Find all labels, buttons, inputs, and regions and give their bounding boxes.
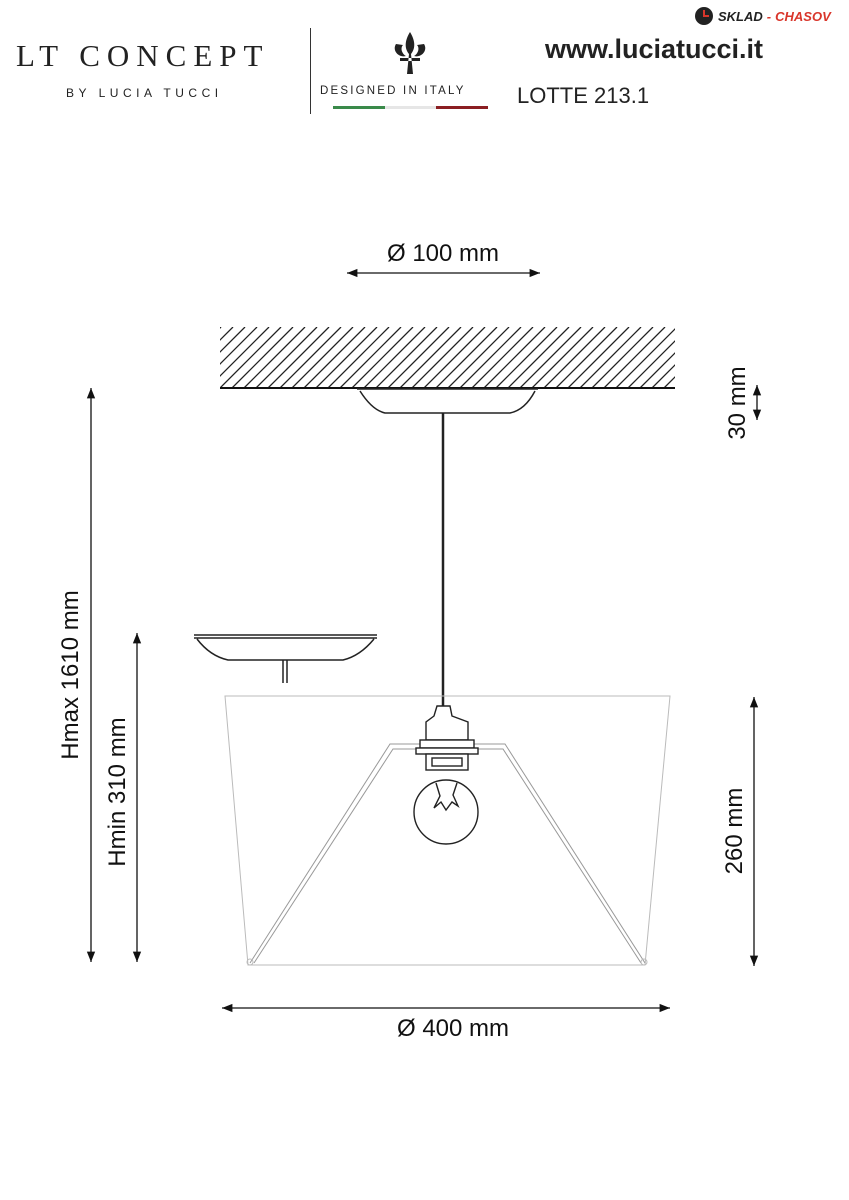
hatch-line xyxy=(591,327,654,388)
designed-in-italy: DESIGNED IN ITALY xyxy=(320,85,466,97)
hatch-line xyxy=(483,327,546,388)
hatch-line xyxy=(615,328,675,388)
light-bulb-icon xyxy=(413,779,479,845)
hatch-line xyxy=(387,327,450,388)
hatch-line xyxy=(351,327,414,388)
detached-canopy xyxy=(194,634,377,683)
model-name: LOTTE 213.1 xyxy=(517,83,650,108)
hatch-line xyxy=(220,327,270,377)
hatch-line xyxy=(291,327,354,388)
watermark-logo: SKLAD-CHASOV xyxy=(694,6,831,26)
hatch-line xyxy=(411,327,474,388)
website-url: www.luciatucci.it xyxy=(545,34,764,64)
hatch-line xyxy=(267,327,330,388)
canopy-height-label: 30 mm xyxy=(724,366,751,439)
lamp-socket xyxy=(415,705,479,771)
hatch-line xyxy=(543,327,606,388)
shade-diameter-label: Ø 400 mm xyxy=(397,1015,509,1042)
clock-icon xyxy=(695,7,713,25)
hmax-label: Hmax 1610 mm xyxy=(57,590,84,759)
hatch-line xyxy=(255,327,318,388)
hatch-line xyxy=(471,327,534,388)
hatch-line xyxy=(567,327,630,388)
hatch-line xyxy=(363,327,426,388)
watermark-right: CHASOV xyxy=(775,8,831,24)
dimension-lines xyxy=(86,268,762,1013)
hatch-line xyxy=(279,327,342,388)
hmin-label: Hmin 310 mm xyxy=(104,717,131,866)
hatch-line xyxy=(603,327,666,388)
hatch-line xyxy=(639,352,675,388)
ceiling-hatch xyxy=(220,327,675,389)
hatch-line xyxy=(507,327,570,388)
hatch-line xyxy=(220,327,258,365)
hatch-line xyxy=(651,364,675,388)
fleur-de-lis-icon xyxy=(394,32,426,74)
hatch-line xyxy=(531,327,594,388)
watermark-dash: - xyxy=(766,8,772,24)
italian-flag-bar xyxy=(333,106,489,109)
hatch-line xyxy=(423,327,486,388)
hatch-line xyxy=(459,327,522,388)
hatch-line xyxy=(327,327,390,388)
shade-height-label: 260 mm xyxy=(721,788,748,875)
header-divider xyxy=(310,28,311,114)
hatch-line xyxy=(663,376,675,388)
hatch-line xyxy=(627,340,675,388)
hatch-line xyxy=(339,327,402,388)
hatch-line xyxy=(579,327,642,388)
hatch-line xyxy=(220,327,282,388)
hatch-line xyxy=(220,327,246,353)
hatch-line xyxy=(220,327,222,329)
brand-logo: LT CONCEPT xyxy=(16,38,270,73)
hatch-line xyxy=(495,327,558,388)
ceiling-canopy xyxy=(357,388,538,414)
hatch-line xyxy=(399,327,462,388)
hatch-line xyxy=(231,327,294,388)
hatch-line xyxy=(375,327,438,388)
hatch-line xyxy=(315,327,378,388)
hatch-line xyxy=(220,327,234,341)
canopy-diameter-label: Ø 100 mm xyxy=(387,240,499,267)
brand-subtitle: BY LUCIA TUCCI xyxy=(66,86,223,100)
hatch-line xyxy=(447,327,510,388)
hatch-line xyxy=(435,327,498,388)
hatch-line xyxy=(303,327,366,388)
hatch-line xyxy=(555,327,618,388)
hatch-line xyxy=(243,327,306,388)
watermark-left: SKLAD xyxy=(718,8,763,24)
hatch-line xyxy=(519,327,582,388)
